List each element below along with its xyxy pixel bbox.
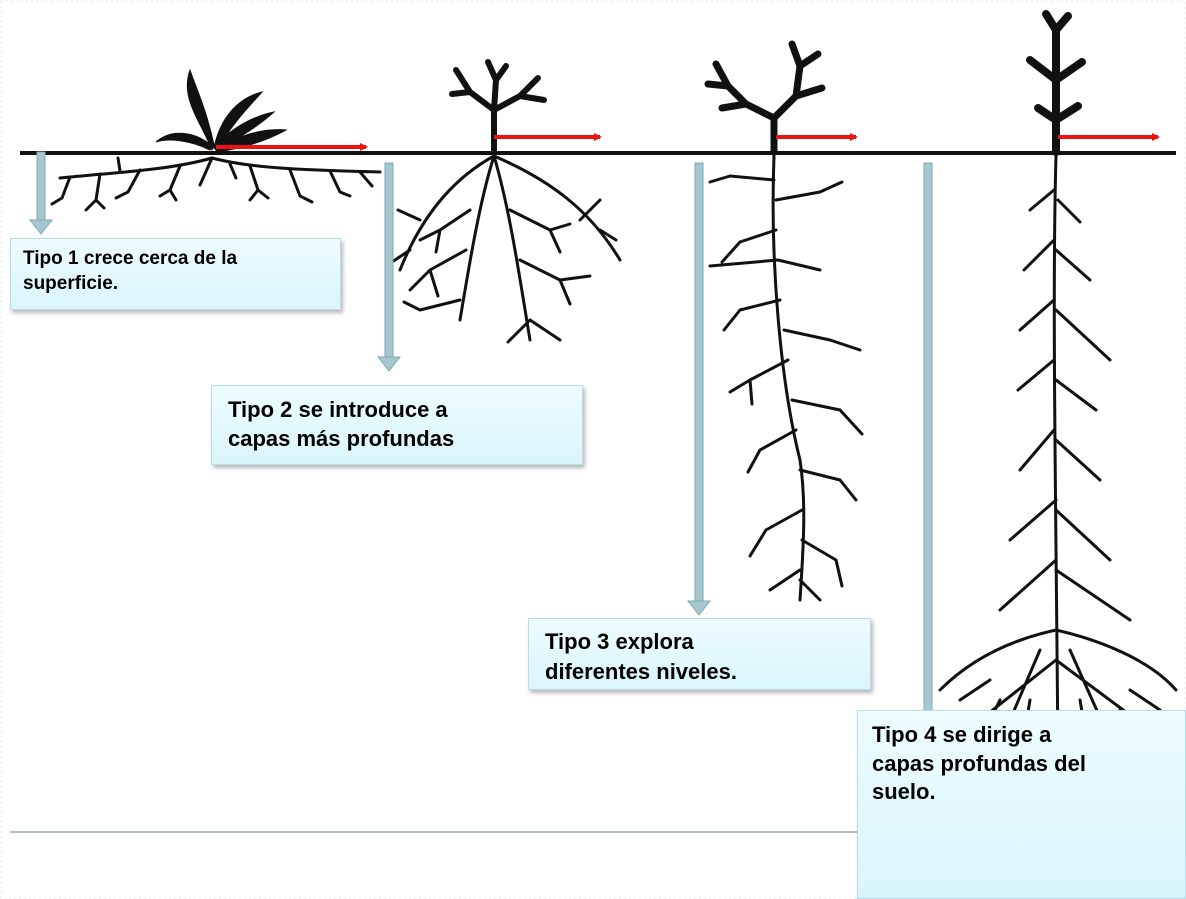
label-tipo-2-text: Tipo 2 se introduce a capas más profunda… — [228, 396, 566, 453]
plant-3-roots — [710, 156, 862, 600]
label-tipo-2: Tipo 2 se introduce a capas más profunda… — [211, 385, 583, 465]
plant-1-shoot — [156, 70, 286, 152]
depth-arrow-3 — [688, 163, 710, 615]
label-tipo-1-text: Tipo 1 crece cerca de la superficie. — [23, 247, 328, 296]
label-tipo-4: Tipo 4 se dirige a capas profundas del s… — [857, 710, 1186, 899]
depth-arrow-1 — [30, 152, 52, 234]
plant-4-shoot — [1030, 14, 1082, 152]
plant-2-roots — [392, 156, 620, 342]
label-tipo-3: Tipo 3 explora diferentes niveles. — [528, 618, 871, 690]
depth-arrow-2 — [378, 163, 400, 371]
plant-1-roots — [52, 158, 380, 210]
plant-4-roots — [940, 156, 1176, 760]
label-tipo-3-text: Tipo 3 explora diferentes niveles. — [545, 627, 854, 686]
label-tipo-1: Tipo 1 crece cerca de la superficie. — [10, 238, 341, 310]
label-tipo-4-text: Tipo 4 se dirige a capas profundas del s… — [872, 721, 1171, 807]
depth-arrow-4 — [917, 163, 939, 767]
growth-arrows — [216, 137, 1158, 147]
